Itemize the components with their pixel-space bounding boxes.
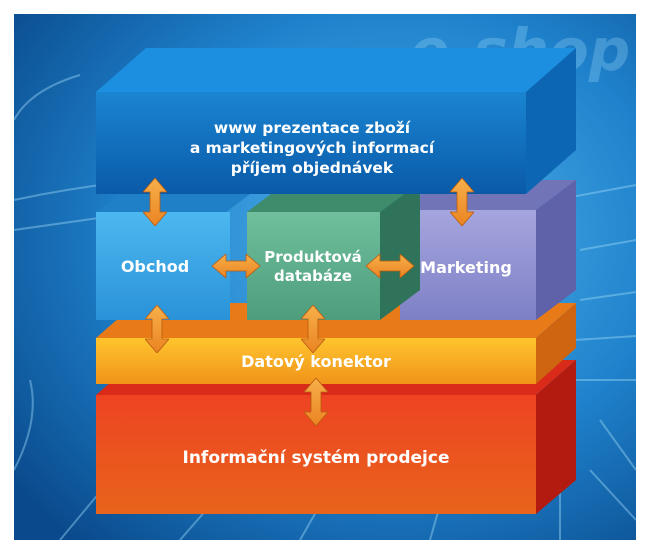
www-prezentace-line1: www prezentace zboží xyxy=(214,119,411,137)
produktova-databaze-label-line1: Produktová xyxy=(264,248,361,266)
www-prezentace-line3: příjem objednávek xyxy=(231,159,394,177)
www-prezentace-block: www prezentace zboží a marketingových in… xyxy=(96,48,576,194)
marketing-block: Marketing xyxy=(400,180,576,320)
www-prezentace-line2: a marketingových informací xyxy=(190,139,435,157)
produktova-databaze-block: Produktová databáze xyxy=(247,182,420,320)
produktova-databaze-label-line2: databáze xyxy=(274,267,352,285)
obchod-label: Obchod xyxy=(121,257,189,276)
informacni-system-label: Informační systém prodejce xyxy=(183,448,450,468)
marketing-label: Marketing xyxy=(420,258,512,277)
datovy-konektor-label: Datový konektor xyxy=(241,352,391,371)
